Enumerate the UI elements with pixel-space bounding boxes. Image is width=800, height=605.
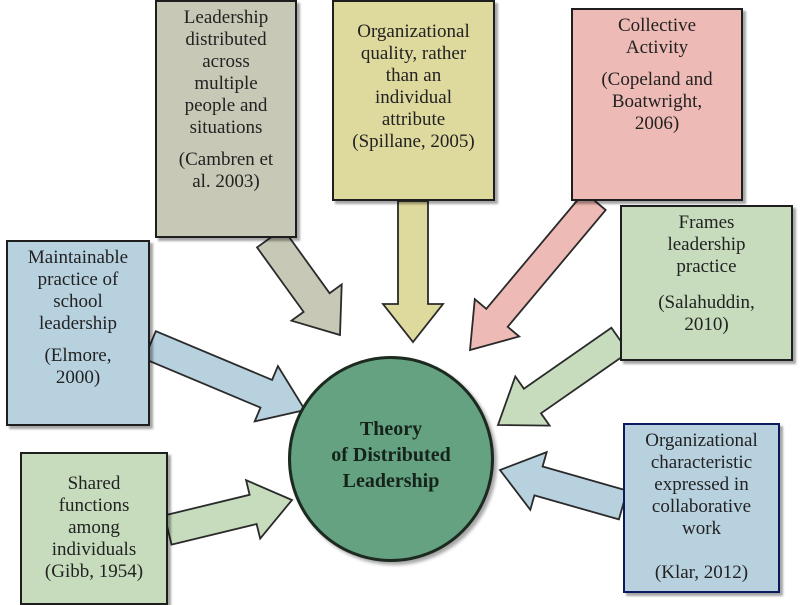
arrow-b6-to-center: [163, 478, 294, 546]
concept-text: Organizational quality, rather than an i…: [357, 21, 470, 130]
concept-citation: (Cambren et al. 2003): [178, 149, 274, 192]
concept-box-spillane: Organizational quality, rather than an i…: [332, 0, 495, 201]
concept-citation: (Spillane, 2005): [352, 131, 475, 152]
arrow-b3-to-center: [468, 190, 607, 352]
concept-text: Maintainable practice of school leadersh…: [27, 247, 129, 334]
concept-box-gibb: Shared functions among individuals (Gibb…: [20, 452, 168, 605]
concept-box-cambren: Leadership distributed across multiple p…: [155, 0, 297, 238]
arrow-b7-to-center: [498, 450, 629, 521]
concept-citation: (Klar, 2012): [654, 562, 749, 583]
concept-text: Shared functions among individuals: [51, 473, 137, 560]
concept-citation: (Salahuddin, 2010): [658, 292, 755, 335]
central-theory-label: Theory of Distributed Leadership: [331, 418, 451, 492]
arrow-b4-to-center: [143, 330, 307, 423]
central-theory-circle: Theory of Distributed Leadership: [288, 356, 494, 562]
concept-box-klar: Organizational characteristic expressed …: [623, 423, 780, 593]
concept-box-elmore: Maintainable practice of school leadersh…: [6, 240, 150, 426]
arrow-b1-to-center: [255, 227, 343, 337]
concept-text: Leadership distributed across multiple p…: [183, 7, 269, 138]
arrow-b2-to-center: [381, 200, 445, 344]
concept-citation: (Copeland and Boatwright, 2006): [601, 69, 713, 134]
concept-text: Collective Activity: [617, 15, 697, 58]
concept-box-salahuddin: Frames leadership practice (Salahuddin, …: [620, 205, 793, 361]
concept-box-copeland: Collective Activity (Copeland and Boatwr…: [571, 8, 743, 201]
concept-text: Organizational characteristic expressed …: [645, 430, 758, 539]
concept-text: Frames leadership practice: [667, 212, 746, 277]
arrow-b5-to-center: [496, 326, 630, 427]
concept-citation: (Elmore, 2000): [44, 345, 112, 388]
concept-citation: (Gibb, 1954): [44, 561, 144, 582]
